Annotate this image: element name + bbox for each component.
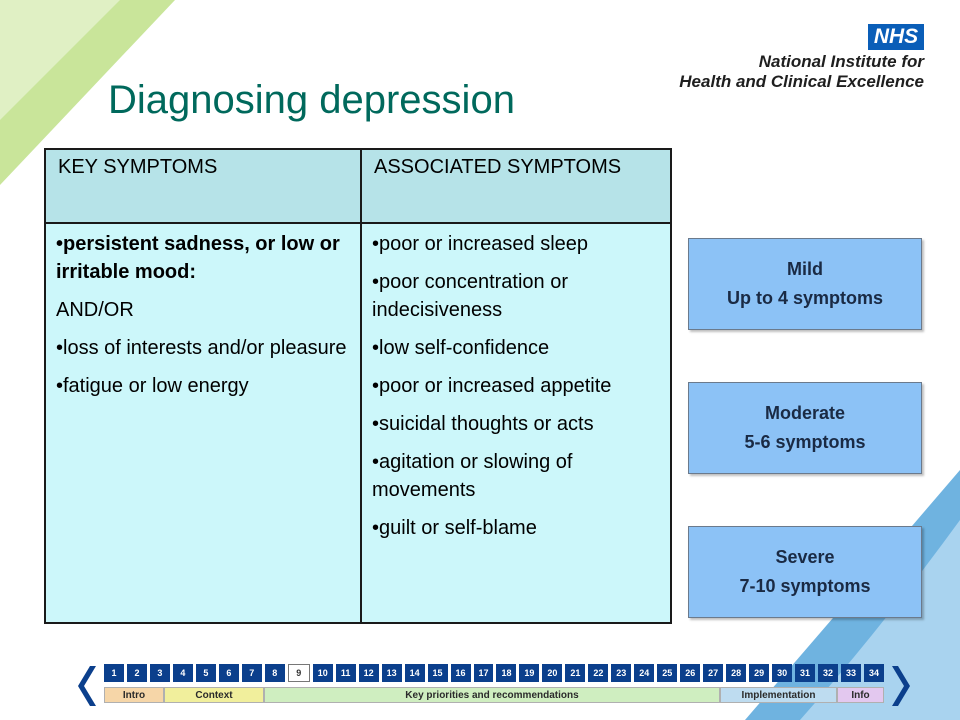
page-button-7[interactable]: 7 [241, 664, 262, 682]
symptoms-table: KEY SYMPTOMS ASSOCIATED SYMPTOMS •persis… [44, 148, 672, 624]
page-button-9[interactable]: 9 [287, 664, 310, 682]
page-button-31[interactable]: 31 [795, 664, 816, 682]
page-button-14[interactable]: 14 [404, 664, 425, 682]
next-slide-arrow-icon[interactable] [888, 664, 910, 708]
section-implementation[interactable]: Implementation [720, 687, 837, 703]
page-button-25[interactable]: 25 [657, 664, 678, 682]
page-button-33[interactable]: 33 [841, 664, 861, 682]
page-button-10[interactable]: 10 [312, 664, 333, 682]
severity-severe-box: Severe 7-10 symptoms [688, 526, 922, 618]
page-button-8[interactable]: 8 [264, 664, 285, 682]
page-title: Diagnosing depression [108, 78, 515, 122]
header-associated-symptoms: ASSOCIATED SYMPTOMS [360, 148, 672, 224]
page-button-18[interactable]: 18 [496, 664, 517, 682]
key-symptoms-cell: •persistent sadness, or low or irritable… [44, 222, 362, 624]
key-symptom-connector: AND/OR [56, 299, 134, 321]
page-button-28[interactable]: 28 [726, 664, 747, 682]
page-button-4[interactable]: 4 [172, 664, 193, 682]
page-button-27[interactable]: 27 [703, 664, 724, 682]
page-button-21[interactable]: 21 [565, 664, 586, 682]
severity-label: Moderate [764, 403, 845, 424]
page-button-19[interactable]: 19 [519, 664, 540, 682]
page-button-15[interactable]: 15 [427, 664, 448, 682]
page-button-13[interactable]: 13 [381, 664, 402, 682]
section-context[interactable]: Context [164, 687, 264, 703]
page-button-17[interactable]: 17 [473, 664, 494, 682]
associated-symptom: •poor concentration or indecisiveness [372, 271, 569, 321]
severity-label: Severe [775, 547, 835, 568]
associated-symptom: •agitation or slowing of movements [372, 451, 573, 501]
previous-slide-arrow-icon[interactable] [78, 664, 100, 708]
severity-range: 5-6 symptoms [744, 432, 866, 452]
section-bar: Intro Context Key priorities and recomme… [104, 687, 884, 703]
page-button-22[interactable]: 22 [588, 664, 609, 682]
associated-symptom: •suicidal thoughts or acts [372, 413, 594, 435]
section-key-priorities[interactable]: Key priorities and recommendations [264, 687, 720, 703]
severity-range: Up to 4 symptoms [726, 288, 884, 308]
nhs-badge: NHS [868, 24, 924, 50]
page-button-5[interactable]: 5 [195, 664, 216, 682]
key-symptom: •fatigue or low energy [56, 375, 249, 397]
page-button-29[interactable]: 29 [749, 664, 770, 682]
page-button-26[interactable]: 26 [680, 664, 701, 682]
page-button-11[interactable]: 11 [335, 664, 356, 682]
org-name-line1: National Institute for [758, 52, 924, 71]
associated-symptom: •guilt or self-blame [372, 517, 537, 539]
page-button-30[interactable]: 30 [772, 664, 793, 682]
page-button-3[interactable]: 3 [149, 664, 170, 682]
page-button-1[interactable]: 1 [104, 664, 124, 682]
associated-symptoms-cell: •poor or increased sleep •poor concentra… [360, 222, 672, 624]
page-button-34[interactable]: 34 [863, 664, 884, 682]
page-button-6[interactable]: 6 [218, 664, 239, 682]
associated-symptom: •low self-confidence [372, 337, 550, 359]
severity-label: Mild [787, 259, 823, 280]
page-button-16[interactable]: 16 [450, 664, 471, 682]
severity-range: 7-10 symptoms [739, 576, 871, 596]
key-symptom: •loss of interests and/or pleasure [56, 337, 347, 359]
page-button-12[interactable]: 12 [358, 664, 379, 682]
org-name-line2: Health and Clinical Excellence [679, 72, 924, 91]
header-key-symptoms: KEY SYMPTOMS [44, 148, 362, 224]
section-intro[interactable]: Intro [104, 687, 164, 703]
page-button-2[interactable]: 2 [126, 664, 147, 682]
severity-moderate-box: Moderate 5-6 symptoms [688, 382, 922, 474]
key-symptom: •persistent sadness, or low or irritable… [56, 233, 340, 283]
associated-symptom: •poor or increased appetite [372, 375, 612, 397]
page-button-24[interactable]: 24 [634, 664, 655, 682]
nice-logo: NHS National Institute for Health and Cl… [644, 24, 924, 96]
severity-mild-box: Mild Up to 4 symptoms [688, 238, 922, 330]
section-info[interactable]: Info [837, 687, 884, 703]
page-button-32[interactable]: 32 [818, 664, 838, 682]
associated-symptom: •poor or increased sleep [372, 233, 589, 255]
page-button-23[interactable]: 23 [611, 664, 632, 682]
page-button-20[interactable]: 20 [542, 664, 563, 682]
